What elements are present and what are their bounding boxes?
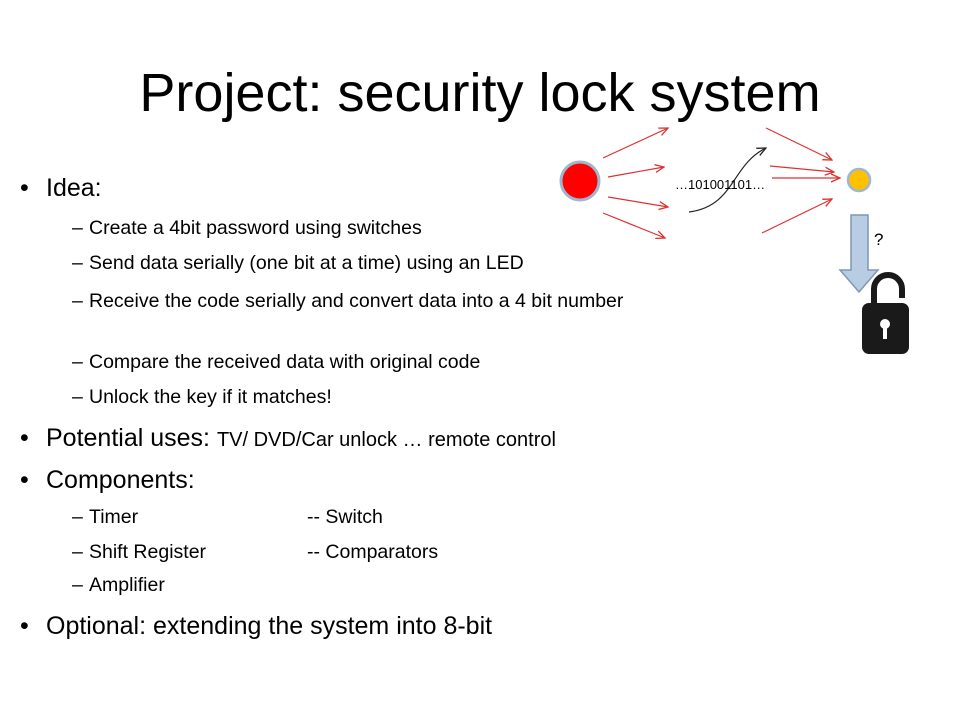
component-col2: -- Switch [307, 506, 383, 528]
down-arrow-icon [838, 214, 880, 294]
uses-heading: Potential uses: [46, 424, 217, 452]
optional-text: Optional: extending the system into 8-bi… [46, 612, 493, 640]
dash: – [72, 351, 83, 373]
bullet-dot: • [20, 174, 29, 202]
idea-item-text: Compare the received data with original … [89, 351, 481, 373]
light-beams-in [761, 127, 840, 234]
uses-detail: TV/ DVD/Car unlock … remote control [216, 429, 556, 451]
keyhole-slot [883, 325, 887, 339]
sender-led [559, 160, 601, 202]
dash: – [72, 217, 83, 239]
dash: – [72, 252, 83, 274]
beam-line [607, 167, 664, 178]
component-col1: Amplifier [89, 574, 165, 596]
idea-item-text: Receive the code serially and convert da… [89, 290, 624, 312]
question-mark: ? [874, 230, 884, 249]
beam-line [602, 128, 668, 159]
dash: – [72, 541, 83, 563]
bullet-dot: • [20, 466, 29, 494]
dash: – [72, 506, 83, 528]
bullet-dot: • [20, 424, 29, 452]
component-col1: Timer [89, 506, 139, 528]
receiver-led [846, 167, 872, 193]
component-col2: -- Comparators [307, 541, 439, 563]
idea-heading: Idea: [46, 174, 102, 202]
idea-item-text: Create a 4bit password using switches [89, 217, 422, 239]
components-heading: Components: [46, 466, 195, 494]
idea-item-text: Unlock the key if it matches! [89, 386, 332, 408]
dash: – [72, 290, 83, 312]
keyhole [880, 319, 890, 329]
beam-line [761, 199, 832, 234]
dash: – [72, 574, 83, 596]
slide-title: Project: security lock system [139, 63, 821, 123]
lock-body [862, 303, 909, 354]
beam-line [765, 127, 832, 160]
component-col1: Shift Register [89, 541, 207, 563]
uses-text: Potential uses: TV/ DVD/Car unlock … rem… [46, 423, 556, 455]
beam-line [607, 196, 668, 207]
idea-item-text: Send data serially (one bit at a time) u… [89, 252, 524, 274]
beam-line [769, 165, 834, 172]
unlock-icon [862, 272, 909, 354]
lock-shackle [871, 272, 905, 303]
dash: – [72, 386, 83, 408]
bit-stream-label: …101001101… [675, 177, 766, 192]
bullet-dot: • [20, 612, 29, 640]
